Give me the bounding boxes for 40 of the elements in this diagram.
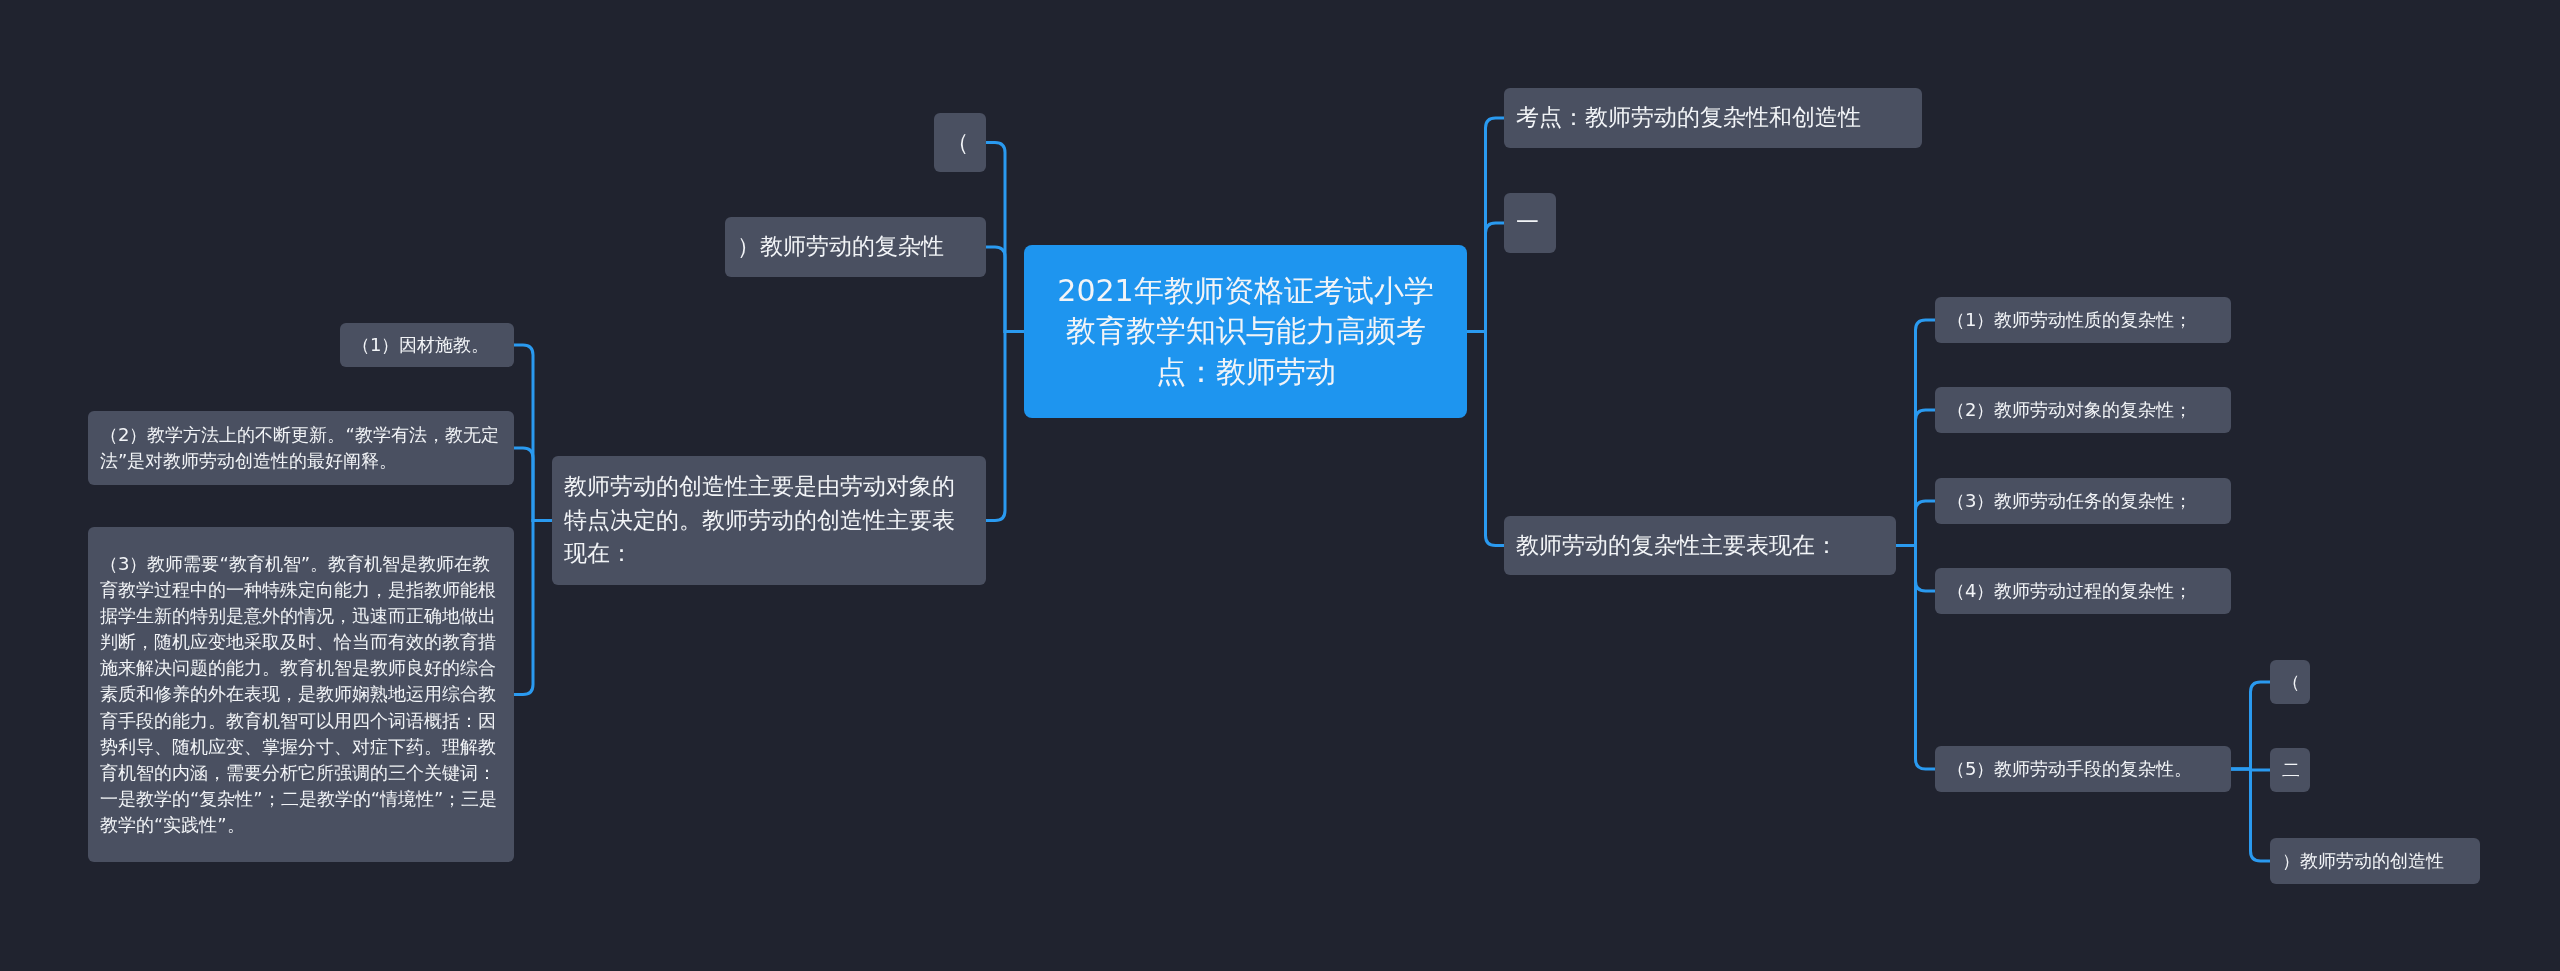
- connector-line: [1467, 330, 1504, 547]
- topic-text: （1）教师劳动性质的复杂性；: [1947, 307, 2193, 332]
- topic-text: 一: [1516, 208, 1539, 238]
- topic-text: ）教师劳动的创造性: [2282, 848, 2444, 873]
- topic-node: [1504, 88, 1922, 148]
- topic-node: [340, 323, 514, 367]
- topic-text: （: [946, 127, 969, 157]
- connector-line: [986, 330, 1024, 522]
- topic-node: [1935, 568, 2231, 614]
- topic-text: （1）因材施教。: [352, 332, 490, 357]
- topic-text: 考点：教师劳动的复杂性和创造性: [1516, 103, 1861, 133]
- topic-text: （2）教师劳动对象的复杂性；: [1947, 397, 2193, 422]
- topic-text: 教师劳动的复杂性主要表现在：: [1516, 530, 1838, 560]
- topic-node: [1935, 478, 2231, 524]
- connector-line: [514, 519, 552, 696]
- topic-node: [1935, 387, 2231, 433]
- topic-text: 二: [2282, 757, 2300, 782]
- topic-node: [1935, 297, 2231, 343]
- topic-text: （2）教学方法上的不断更新。“教学有法，教无定法”是对教师劳动创造性的最好阐释。: [100, 422, 500, 473]
- topic-node: [88, 527, 514, 862]
- topic-node: [88, 411, 514, 485]
- topic-node: [2270, 748, 2310, 792]
- topic-text: （3）教师劳动任务的复杂性；: [1947, 488, 2193, 513]
- topic-node: [552, 456, 986, 585]
- topic-text: （4）教师劳动过程的复杂性；: [1947, 578, 2193, 603]
- topic-node: [1504, 516, 1896, 575]
- topic-text: （3）教师需要“教育机智”。教育机智是教师在教育教学过程中的一种特殊定向能力，是指教师能根据学生新的特别是意外的情况，迅速而正确地做出判断，随机应变地采取及时、恰当而有效的教育措施来解决问题的能力。教育机智是教师良好的综合素质和修养的外在表现，是教师娴熟地运用综合教育手段的能力。教育机智可以用四个词语概括：因势利导、随机应变、掌握分寸、对症下药。理解教育机智的内涵，需要分析它所强调的三个关键词：一是教学的“复杂性”；二是教学的“情境性”；三是教学的“实践性”。: [100, 552, 499, 837]
- topic-node: [1935, 746, 2231, 792]
- topic-node: [725, 217, 986, 277]
- topic-node: [2270, 660, 2310, 704]
- connector-line: [2231, 767, 2270, 863]
- topic-text: 教师劳动的创造性主要是由劳动对象的特点决定的。教师劳动的创造性主要表现在：: [564, 472, 956, 569]
- topic-text: （5）教师劳动手段的复杂性。: [1947, 756, 2193, 781]
- topic-text: （: [2282, 669, 2300, 694]
- topic-node: [1504, 193, 1556, 253]
- topic-node: [934, 113, 986, 172]
- topic-text: ）教师劳动的复杂性: [737, 232, 944, 262]
- topic-node: [2270, 838, 2480, 884]
- central-topic: [1024, 245, 1467, 418]
- topic-text: 2021年教师资格证考试小学教育教学知识与能力高频考点：教师劳动: [1056, 271, 1435, 391]
